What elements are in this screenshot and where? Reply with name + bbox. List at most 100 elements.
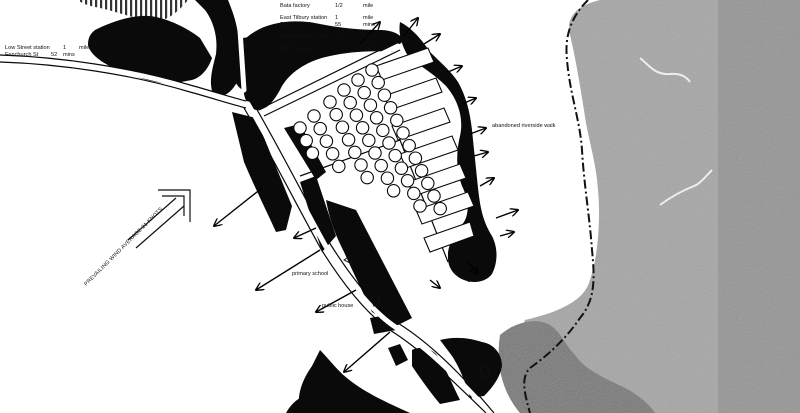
distance-row: Fenchurch St 55 mins <box>280 22 383 29</box>
house-plot <box>400 174 415 188</box>
distance-name: Bata factory <box>280 3 310 9</box>
house-plot <box>396 126 410 140</box>
land-top-right-cap <box>244 21 404 111</box>
land-long-block <box>326 200 412 326</box>
distance-unit: miles <box>363 45 377 52</box>
label-primary-school: primary school <box>292 271 329 277</box>
house-plot <box>363 98 378 112</box>
distance-value: 52 <box>51 51 58 58</box>
house-plot <box>337 83 351 97</box>
distance-unit: mile <box>79 45 90 51</box>
house-plot <box>362 133 376 148</box>
arrow-9 <box>495 210 518 219</box>
arrow-11 <box>214 187 263 226</box>
site-boundary <box>523 0 595 413</box>
land-top-left <box>88 15 212 84</box>
road-edge-d <box>251 100 495 413</box>
arrow-14 <box>316 289 357 312</box>
house-plot <box>377 88 392 102</box>
distance-name: Low Street station <box>5 45 50 51</box>
house-plot <box>408 151 423 165</box>
label-riverside-walk: abandoned riverside walk <box>492 123 556 129</box>
distance-row: Low Street station 1 mile <box>5 45 99 52</box>
arrow-5 <box>461 98 476 104</box>
land-bottom-right <box>440 337 502 398</box>
distance-value: 1/2 <box>335 3 343 9</box>
house-plot <box>313 121 327 136</box>
distance-name: East Tilbury station <box>280 14 328 21</box>
land-left-strip <box>232 112 292 232</box>
distance-unit: mins <box>363 21 375 28</box>
house-plot <box>413 199 427 213</box>
mudflat-right <box>718 0 800 413</box>
house-plot <box>369 111 384 125</box>
distance-value: 1 <box>63 45 67 51</box>
distance-unit: mile <box>363 14 374 21</box>
distance-value: 1 <box>335 14 339 21</box>
arrow-13 <box>256 249 321 290</box>
arrow-10 <box>499 232 514 236</box>
house-plot <box>355 121 370 135</box>
house-plot <box>329 107 343 122</box>
house-plot <box>421 176 435 191</box>
arrow-6 <box>469 128 486 135</box>
arrow-7 <box>473 152 488 156</box>
house-plot <box>360 170 374 185</box>
arrow-3 <box>423 34 440 45</box>
main-road-west <box>0 55 251 107</box>
house-plot <box>348 145 362 160</box>
distance-value: 8 <box>335 45 339 52</box>
plot-1 <box>375 47 435 81</box>
house-plot <box>376 123 390 138</box>
main-road-south <box>245 101 493 413</box>
house-plot <box>354 158 368 172</box>
house-plot <box>388 148 402 163</box>
house-plot <box>414 164 429 178</box>
house-plot <box>335 120 350 134</box>
house-plot <box>374 158 388 173</box>
distance-unit: mins <box>63 51 75 58</box>
distance-unit: miles <box>363 33 377 40</box>
distance-row: Fenchurch St 52 mins <box>5 52 99 59</box>
distance-table-left: Low Street station 1 mile Fenchurch St 52 mi… <box>5 45 99 59</box>
house-plot <box>382 136 396 150</box>
road-edge-a <box>0 54 247 102</box>
distance-row: M25 motorway 8 miles <box>280 46 383 53</box>
pub-icon <box>369 293 381 307</box>
arrow-1 <box>359 22 380 45</box>
arrow-4 <box>447 66 462 72</box>
land-top-strip <box>195 0 240 97</box>
distance-value: 55 <box>335 21 342 28</box>
arrow-8 <box>479 178 494 187</box>
wind-arrow <box>127 189 191 249</box>
house-plot <box>319 134 334 148</box>
internal-road-edge-b <box>263 49 401 117</box>
arrow-15 <box>344 331 391 372</box>
house-plot <box>427 189 441 203</box>
distance-name: Fenchurch St <box>280 21 314 28</box>
land-bottom-left-b <box>286 392 358 413</box>
marsh-bottom <box>498 321 655 413</box>
house-plot <box>349 108 364 122</box>
plot-7 <box>423 221 475 253</box>
internal-road-spine <box>259 43 401 115</box>
house-plot <box>368 146 382 160</box>
house-plot <box>365 63 379 77</box>
distance-name: Fenchurch St <box>5 51 39 58</box>
circular-houses <box>293 63 447 216</box>
house-plot <box>332 159 346 174</box>
house-plot <box>299 133 313 148</box>
distance-name: M25 motorway <box>280 45 317 52</box>
arrow-16 <box>467 261 478 274</box>
creek-lower <box>659 169 713 206</box>
internal-road-edge-a <box>261 41 397 109</box>
house-plot <box>343 95 357 110</box>
house-plot <box>386 184 401 198</box>
house-plot <box>351 73 365 87</box>
house-plot <box>390 113 404 128</box>
house-plot <box>307 109 321 123</box>
